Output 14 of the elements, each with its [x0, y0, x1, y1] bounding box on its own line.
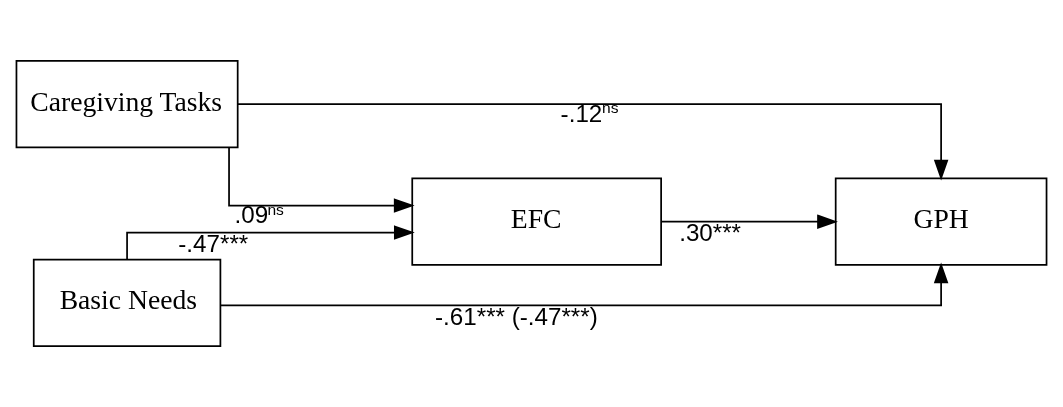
arrow	[660, 214, 838, 229]
edge-label: -.12$^{ns}$	[560, 99, 619, 127]
edge-label: .30***	[679, 219, 742, 246]
edge-label: -.47***	[178, 229, 249, 257]
arrow	[219, 262, 949, 307]
edge-label: -.61*** (-.47***)	[435, 302, 598, 330]
node-box: GPH	[834, 177, 1048, 266]
node-box: Basic Needs	[32, 258, 222, 347]
node-box: Caregiving Tasks	[15, 60, 239, 149]
arrow	[236, 103, 949, 181]
node-box: EFC	[411, 177, 662, 266]
arrow	[126, 225, 415, 261]
edge-label: .09$^{ns}$	[234, 200, 284, 229]
arrow	[228, 146, 415, 213]
